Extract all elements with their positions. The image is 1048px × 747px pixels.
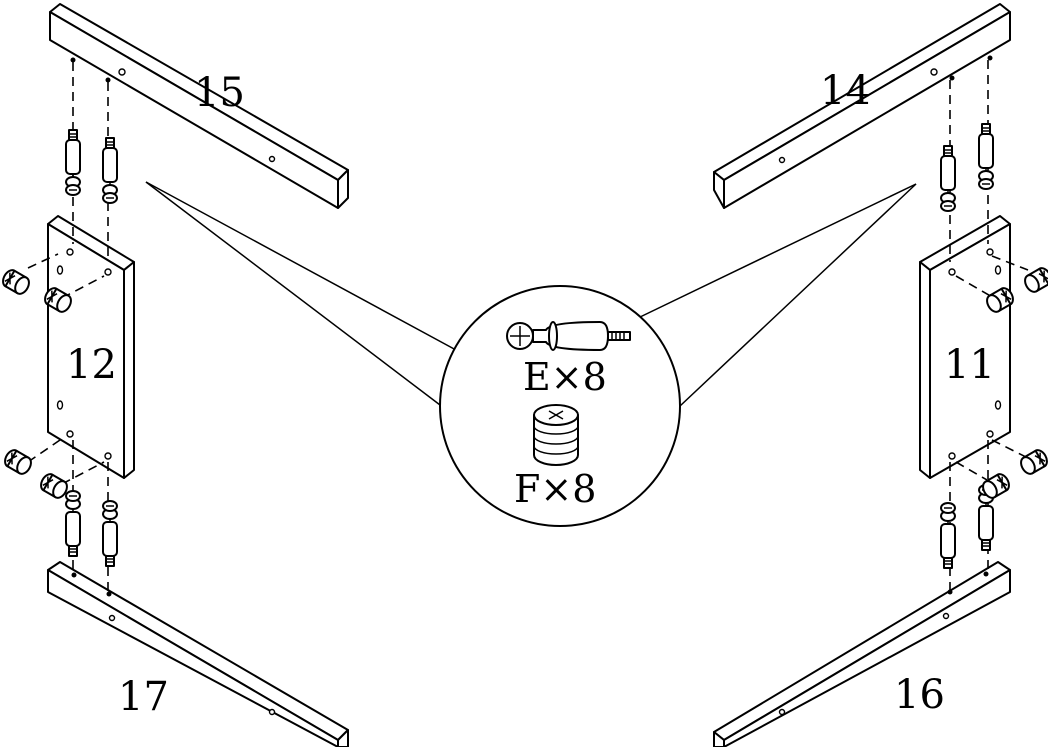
- part-label-16: 16: [894, 672, 945, 718]
- rail-14: [713, 3, 1011, 209]
- cam-lock-icon: [0, 266, 33, 298]
- rail-15: [49, 3, 349, 209]
- part-label-17: 17: [118, 674, 169, 720]
- panel-12: [47, 215, 135, 479]
- panel-11: [919, 215, 1011, 479]
- connector-bolt-icon: [102, 500, 118, 567]
- connector-bolt-icon: [940, 502, 956, 569]
- connector-bolt-icon: [102, 137, 118, 204]
- hardware-label-e: E×8: [523, 355, 607, 399]
- guide-line: [61, 275, 105, 299]
- guide-line: [27, 439, 61, 463]
- connector-bolt-icon: [978, 123, 994, 190]
- cam-lock-icon: [533, 404, 579, 466]
- connector-bolt-icon: [65, 129, 81, 196]
- guide-line: [27, 253, 59, 269]
- guide-line: [991, 255, 1029, 271]
- cam-bolt-icon: [506, 321, 631, 351]
- connector-bolt-icon: [65, 490, 81, 557]
- guide-line: [955, 275, 995, 299]
- part-label-11: 11: [944, 342, 995, 388]
- part-label-15: 15: [194, 70, 245, 116]
- guide-line: [991, 439, 1029, 459]
- rail-16: [713, 561, 1011, 747]
- cam-lock-icon: [1, 446, 35, 478]
- rail-17: [47, 561, 349, 747]
- part-label-12: 12: [66, 342, 117, 388]
- part-label-14: 14: [820, 68, 871, 114]
- guide-line: [61, 461, 105, 485]
- connector-bolt-icon: [940, 145, 956, 212]
- cam-lock-icon: [1017, 446, 1048, 478]
- hardware-label-f: F×8: [514, 467, 596, 511]
